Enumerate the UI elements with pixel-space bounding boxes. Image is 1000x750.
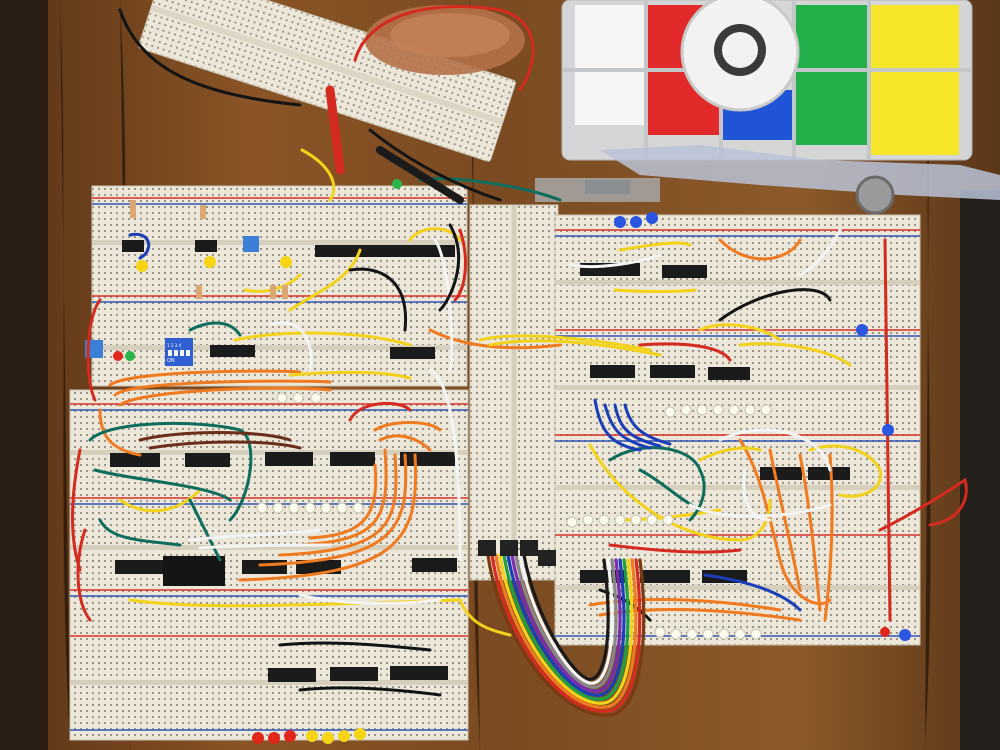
dip-switch: 1 2 3 4 ON — [165, 338, 193, 366]
white-leds — [256, 392, 772, 640]
capacitor-pile — [365, 5, 525, 75]
push-button-top — [243, 236, 259, 252]
plastic-bag — [600, 145, 1000, 200]
dark-floor-left — [0, 0, 48, 750]
ribbon-cable — [486, 553, 646, 717]
bnc-connector — [855, 175, 895, 215]
dip-switch-numbers: 1 2 3 4 — [167, 343, 181, 348]
dark-floor-right — [960, 190, 1000, 750]
solder-spool — [680, 0, 800, 112]
brown-wires — [138, 431, 302, 450]
white-wires — [188, 228, 842, 605]
small-breadboard — [138, 0, 516, 162]
middle-breadboard — [469, 204, 559, 581]
green-leds — [125, 179, 402, 361]
dip-switch-on-label: ON — [167, 358, 175, 364]
resistors — [130, 200, 288, 299]
blue-wires — [128, 232, 802, 612]
alligator-clips — [325, 85, 464, 204]
yellow-leds — [136, 256, 366, 744]
ribbon-connectors — [478, 540, 556, 566]
red-leds — [113, 351, 890, 744]
blue-leds — [614, 212, 911, 641]
resistor-network — [163, 556, 225, 586]
black-wires — [118, 8, 832, 697]
